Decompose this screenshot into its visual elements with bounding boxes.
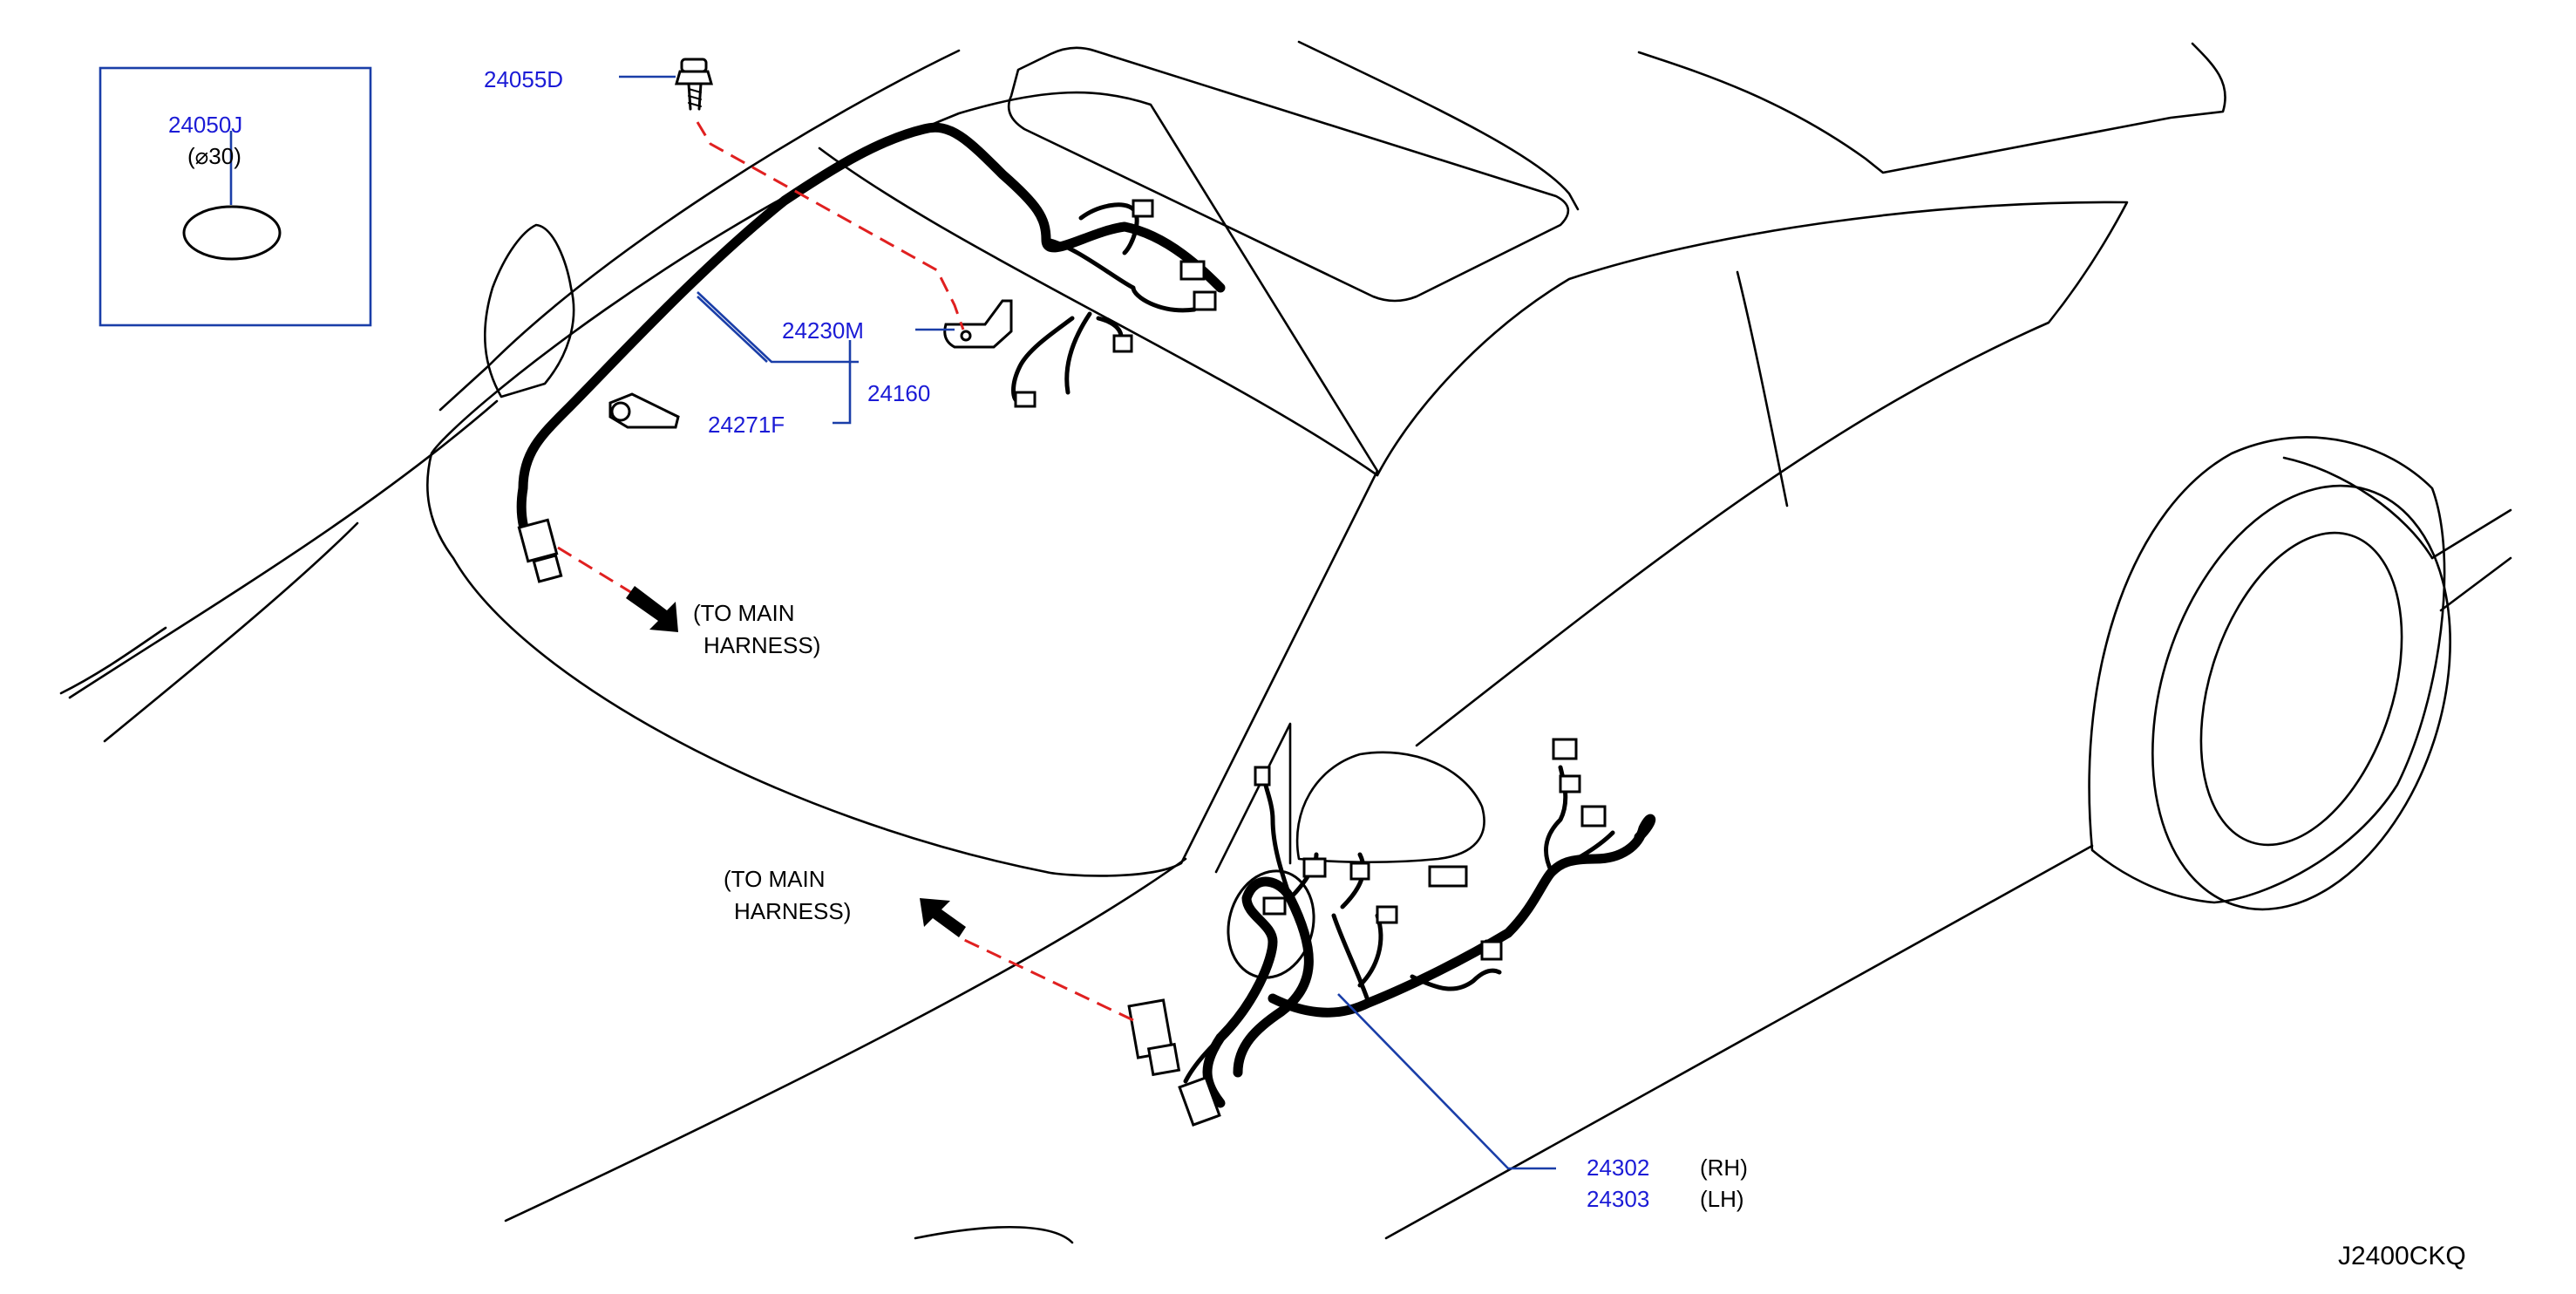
part-label-24055d: 24055D [484,66,564,92]
part-label-24271f: 24271F [708,412,785,438]
arrow-icon [920,898,966,937]
part-side-lh: (LH) [1700,1186,1744,1212]
car-body-outline [59,40,2512,1244]
body-harness [1127,738,1656,1127]
to-main-harness-note-upper-line1: (TO MAIN [693,600,795,626]
grommet-icon [182,205,282,261]
roof-harness [516,122,1226,583]
part-label-24302: 24302 [1587,1154,1650,1181]
inset-frame [99,66,372,327]
diagram-code: J2400CKQ [2338,1242,2466,1270]
to-main-harness-note-lower-line2: HARNESS) [734,898,852,924]
grommet-size-label: (⌀30) [187,143,241,169]
part-label-24230m: 24230M [782,317,864,344]
to-main-harness-note-upper-line2: HARNESS) [703,632,821,658]
part-label-24050j: 24050J [168,112,243,138]
clip-icon [608,392,680,429]
arrow-icon [626,586,678,632]
to-main-harness-note-lower-line1: (TO MAIN [724,866,826,892]
part-label-24160: 24160 [867,380,931,406]
part-label-24303: 24303 [1587,1186,1650,1212]
part-side-rh: (RH) [1700,1154,1748,1181]
bolt-icon [675,58,713,111]
